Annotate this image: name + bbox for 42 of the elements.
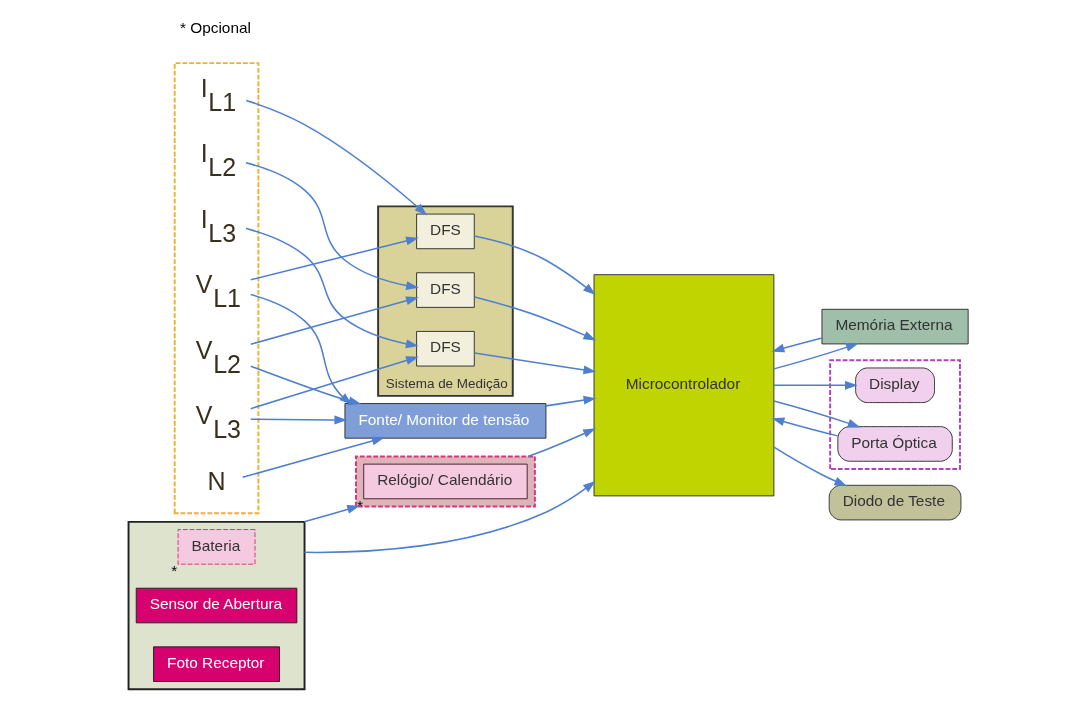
node-box: DFS: [416, 330, 475, 367]
arrow: [241, 436, 385, 479]
node-box: Display: [855, 367, 935, 404]
arrow: [245, 227, 419, 349]
node-box: Foto Receptor: [153, 646, 281, 682]
node-box: DFS: [416, 272, 475, 308]
arrow: [527, 428, 596, 458]
node-box: Relógio/ Calendário: [363, 463, 528, 500]
arrow: [250, 356, 419, 410]
node-box: Bateria: [177, 529, 256, 565]
node-box: Memória Externa: [821, 308, 969, 345]
arrow: [245, 99, 428, 216]
node-box: Sensor de Abertura: [135, 587, 298, 624]
arrow: [771, 417, 839, 437]
node-box: Microcontrolador: [593, 274, 775, 497]
node-text: N: [207, 467, 226, 496]
arrow: [250, 296, 419, 345]
node-box: Fonte/ Monitor de tensão: [344, 403, 547, 439]
cluster: [173, 62, 260, 515]
cluster: [355, 455, 536, 508]
arrow: [250, 236, 419, 281]
arrow: [773, 380, 858, 390]
arrow: [773, 446, 848, 487]
arrow: [545, 395, 597, 407]
arrow: [245, 162, 419, 290]
node-label: *: [171, 562, 178, 580]
arrow: [473, 296, 597, 341]
label: * Opcional: [179, 19, 251, 37]
arrow: [473, 235, 596, 296]
node-label: *: [356, 497, 363, 515]
cluster: [829, 359, 961, 470]
arrow: [303, 480, 596, 554]
node-box: Porta Óptica: [837, 426, 953, 462]
cluster: [127, 520, 306, 691]
arrow: [473, 352, 597, 375]
arrow: [303, 505, 360, 523]
arrow: [773, 343, 859, 370]
node-box: Diodo de Teste: [828, 484, 962, 521]
arrow: [250, 415, 348, 425]
node-box: DFS: [416, 213, 475, 250]
arrow: [773, 400, 861, 428]
arrow: [771, 337, 823, 353]
